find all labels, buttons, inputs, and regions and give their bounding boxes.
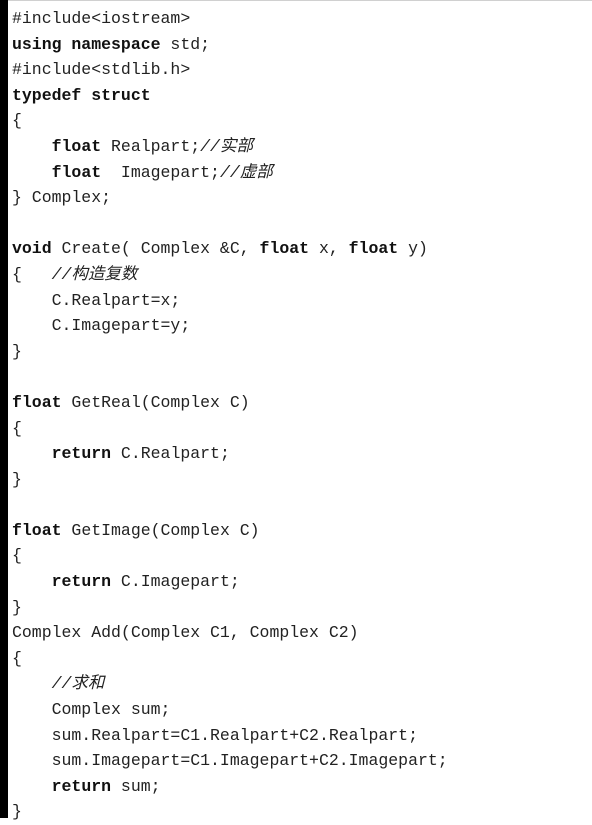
code-text: sum.Imagepart=C1.Imagepart+C2.Imagepart; (12, 751, 448, 771)
code-line: { (12, 646, 592, 672)
code-text: { (12, 546, 22, 566)
code-text: C.Imagepart=y; (12, 316, 191, 336)
editor-top-border (8, 0, 592, 1)
code-text: Complex sum; (12, 700, 171, 720)
code-line: } (12, 595, 592, 621)
code-text: std; (160, 34, 211, 54)
code-line: float Realpart;//实部 (12, 134, 592, 160)
code-text: #include<stdlib.h> (12, 60, 191, 80)
code-keyword: return (51, 444, 112, 464)
code-line: Complex Add(Complex C1, Complex C2) (12, 620, 592, 646)
code-keyword: void (12, 239, 52, 259)
code-line: typedef struct (12, 83, 592, 109)
code-line: } Complex; (12, 185, 592, 211)
code-keyword: float (12, 392, 62, 412)
code-line: } (12, 799, 592, 825)
code-text: } (12, 341, 22, 361)
code-text (12, 444, 52, 463)
code-keyword: float (348, 239, 399, 259)
code-content[interactable]: #include<iostream>using namespace std;#i… (12, 6, 592, 825)
code-text: Create( Complex &C, (51, 239, 260, 259)
code-text (12, 572, 52, 591)
code-text: Complex Add(Complex C1, Complex C2) (12, 623, 359, 643)
code-keyword: float (12, 520, 62, 540)
code-text (12, 674, 52, 693)
code-line (12, 211, 592, 237)
code-line: #include<iostream> (12, 6, 592, 32)
code-text: } Complex; (12, 188, 112, 208)
code-line: C.Imagepart=y; (12, 313, 592, 339)
code-line: { (12, 416, 592, 442)
code-text: { (12, 648, 22, 668)
code-comment: //求和 (51, 674, 105, 694)
code-line: sum.Realpart=C1.Realpart+C2.Realpart; (12, 723, 592, 749)
code-text (12, 137, 52, 156)
code-line: #include<stdlib.h> (12, 57, 592, 83)
code-line: { //构造复数 (12, 262, 592, 288)
code-line: return C.Imagepart; (12, 569, 592, 595)
code-text: sum.Realpart=C1.Realpart+C2.Realpart; (12, 725, 418, 745)
code-text: { (12, 264, 52, 284)
code-keyword: typedef struct (12, 85, 151, 105)
code-text: { (12, 418, 22, 438)
code-line: return C.Realpart; (12, 441, 592, 467)
code-line: { (12, 108, 592, 134)
code-text: { (12, 111, 22, 131)
code-keyword: float (51, 136, 102, 156)
code-comment: //构造复数 (51, 264, 138, 284)
code-text: } (12, 597, 22, 617)
code-keyword: return (51, 572, 112, 592)
code-line: C.Realpart=x; (12, 288, 592, 314)
code-text: y) (398, 239, 428, 259)
code-text: #include<iostream> (12, 9, 191, 28)
code-text: C.Realpart; (111, 444, 230, 464)
code-text (12, 163, 52, 182)
code-line: Complex sum; (12, 697, 592, 723)
code-comment: //虚部 (219, 162, 273, 182)
code-line: void Create( Complex &C, float x, float … (12, 236, 592, 262)
code-text: } (12, 469, 22, 489)
code-line: float Imagepart;//虚部 (12, 160, 592, 186)
code-text: Realpart; (101, 136, 201, 156)
code-line: } (12, 339, 592, 365)
code-text: C.Realpart=x; (12, 290, 181, 310)
code-line (12, 364, 592, 390)
code-comment: //实部 (200, 136, 253, 156)
code-keyword: float (51, 162, 102, 182)
code-text: } (12, 802, 22, 822)
code-line: return sum; (12, 774, 592, 800)
code-line: float GetImage(Complex C) (12, 518, 592, 544)
code-text: GetReal(Complex C) (61, 392, 250, 412)
code-line: //求和 (12, 671, 592, 697)
code-line: } (12, 467, 592, 493)
code-text (12, 777, 52, 796)
code-line: using namespace std; (12, 32, 592, 58)
code-line: sum.Imagepart=C1.Imagepart+C2.Imagepart; (12, 748, 592, 774)
editor-left-border (0, 0, 8, 818)
code-text: GetImage(Complex C) (61, 520, 260, 540)
code-line: { (12, 543, 592, 569)
code-line: float GetReal(Complex C) (12, 390, 592, 416)
code-keyword: return (51, 776, 112, 796)
code-keyword: using namespace (12, 34, 161, 54)
code-text: C.Imagepart; (111, 572, 240, 592)
code-text: x, (309, 239, 349, 259)
code-text: Imagepart; (101, 162, 220, 182)
code-text: sum; (111, 776, 161, 796)
code-keyword: float (259, 239, 310, 259)
code-line (12, 492, 592, 518)
